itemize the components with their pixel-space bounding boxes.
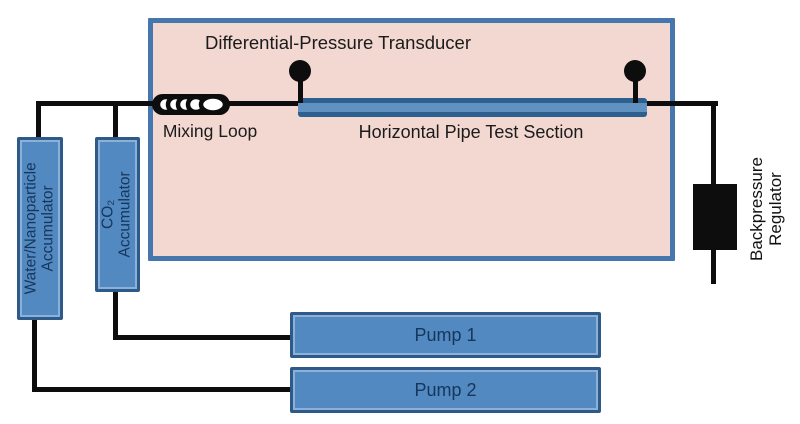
co2-accumulator-riser-line [113,101,118,137]
pressure-tap-right-stem-icon [633,78,638,103]
dp-transducer-label: Differential-Pressure Transducer [205,32,471,53]
mixing-loop-label: Mixing Loop [162,121,258,141]
pipe-test-section-label: Horizontal Pipe Test Section [358,122,584,142]
pump2-supply-line [32,387,292,392]
water-accumulator-riser-line [36,101,41,137]
backpressure-regulator-label-wrap: Backpressure Regulator [738,130,794,288]
co2-accumulator: CO₂ Accumulator [95,137,140,292]
pump-2: Pump 2 [290,367,601,413]
mixing-loop-coil-icon [152,94,230,115]
test-section-enclosure [148,18,675,261]
pump-1: Pump 1 [290,312,601,358]
co2-accumulator-label: CO₂ Accumulator [100,171,135,258]
pressure-tap-left-stem-icon [298,78,303,103]
pressure-tap-right-icon [624,60,646,82]
water-nanoparticle-accumulator: Water/Nanoparticle Accumulator [17,137,63,320]
pump-2-label: Pump 2 [414,379,477,400]
pump1-supply-line [113,335,292,340]
horizontal-pipe-icon [298,98,647,117]
pressure-tap-left-icon [289,60,311,82]
pump-1-label: Pump 1 [414,324,477,345]
water-accumulator-drop-line [32,318,37,392]
water-nanoparticle-accumulator-label: Water/Nanoparticle Accumulator [22,162,57,295]
backpressure-regulator-icon [693,184,737,250]
outlet-line-horizontal [645,101,718,106]
co2-accumulator-drop-line [113,290,118,340]
backpressure-regulator-label: Backpressure Regulator [746,157,785,261]
